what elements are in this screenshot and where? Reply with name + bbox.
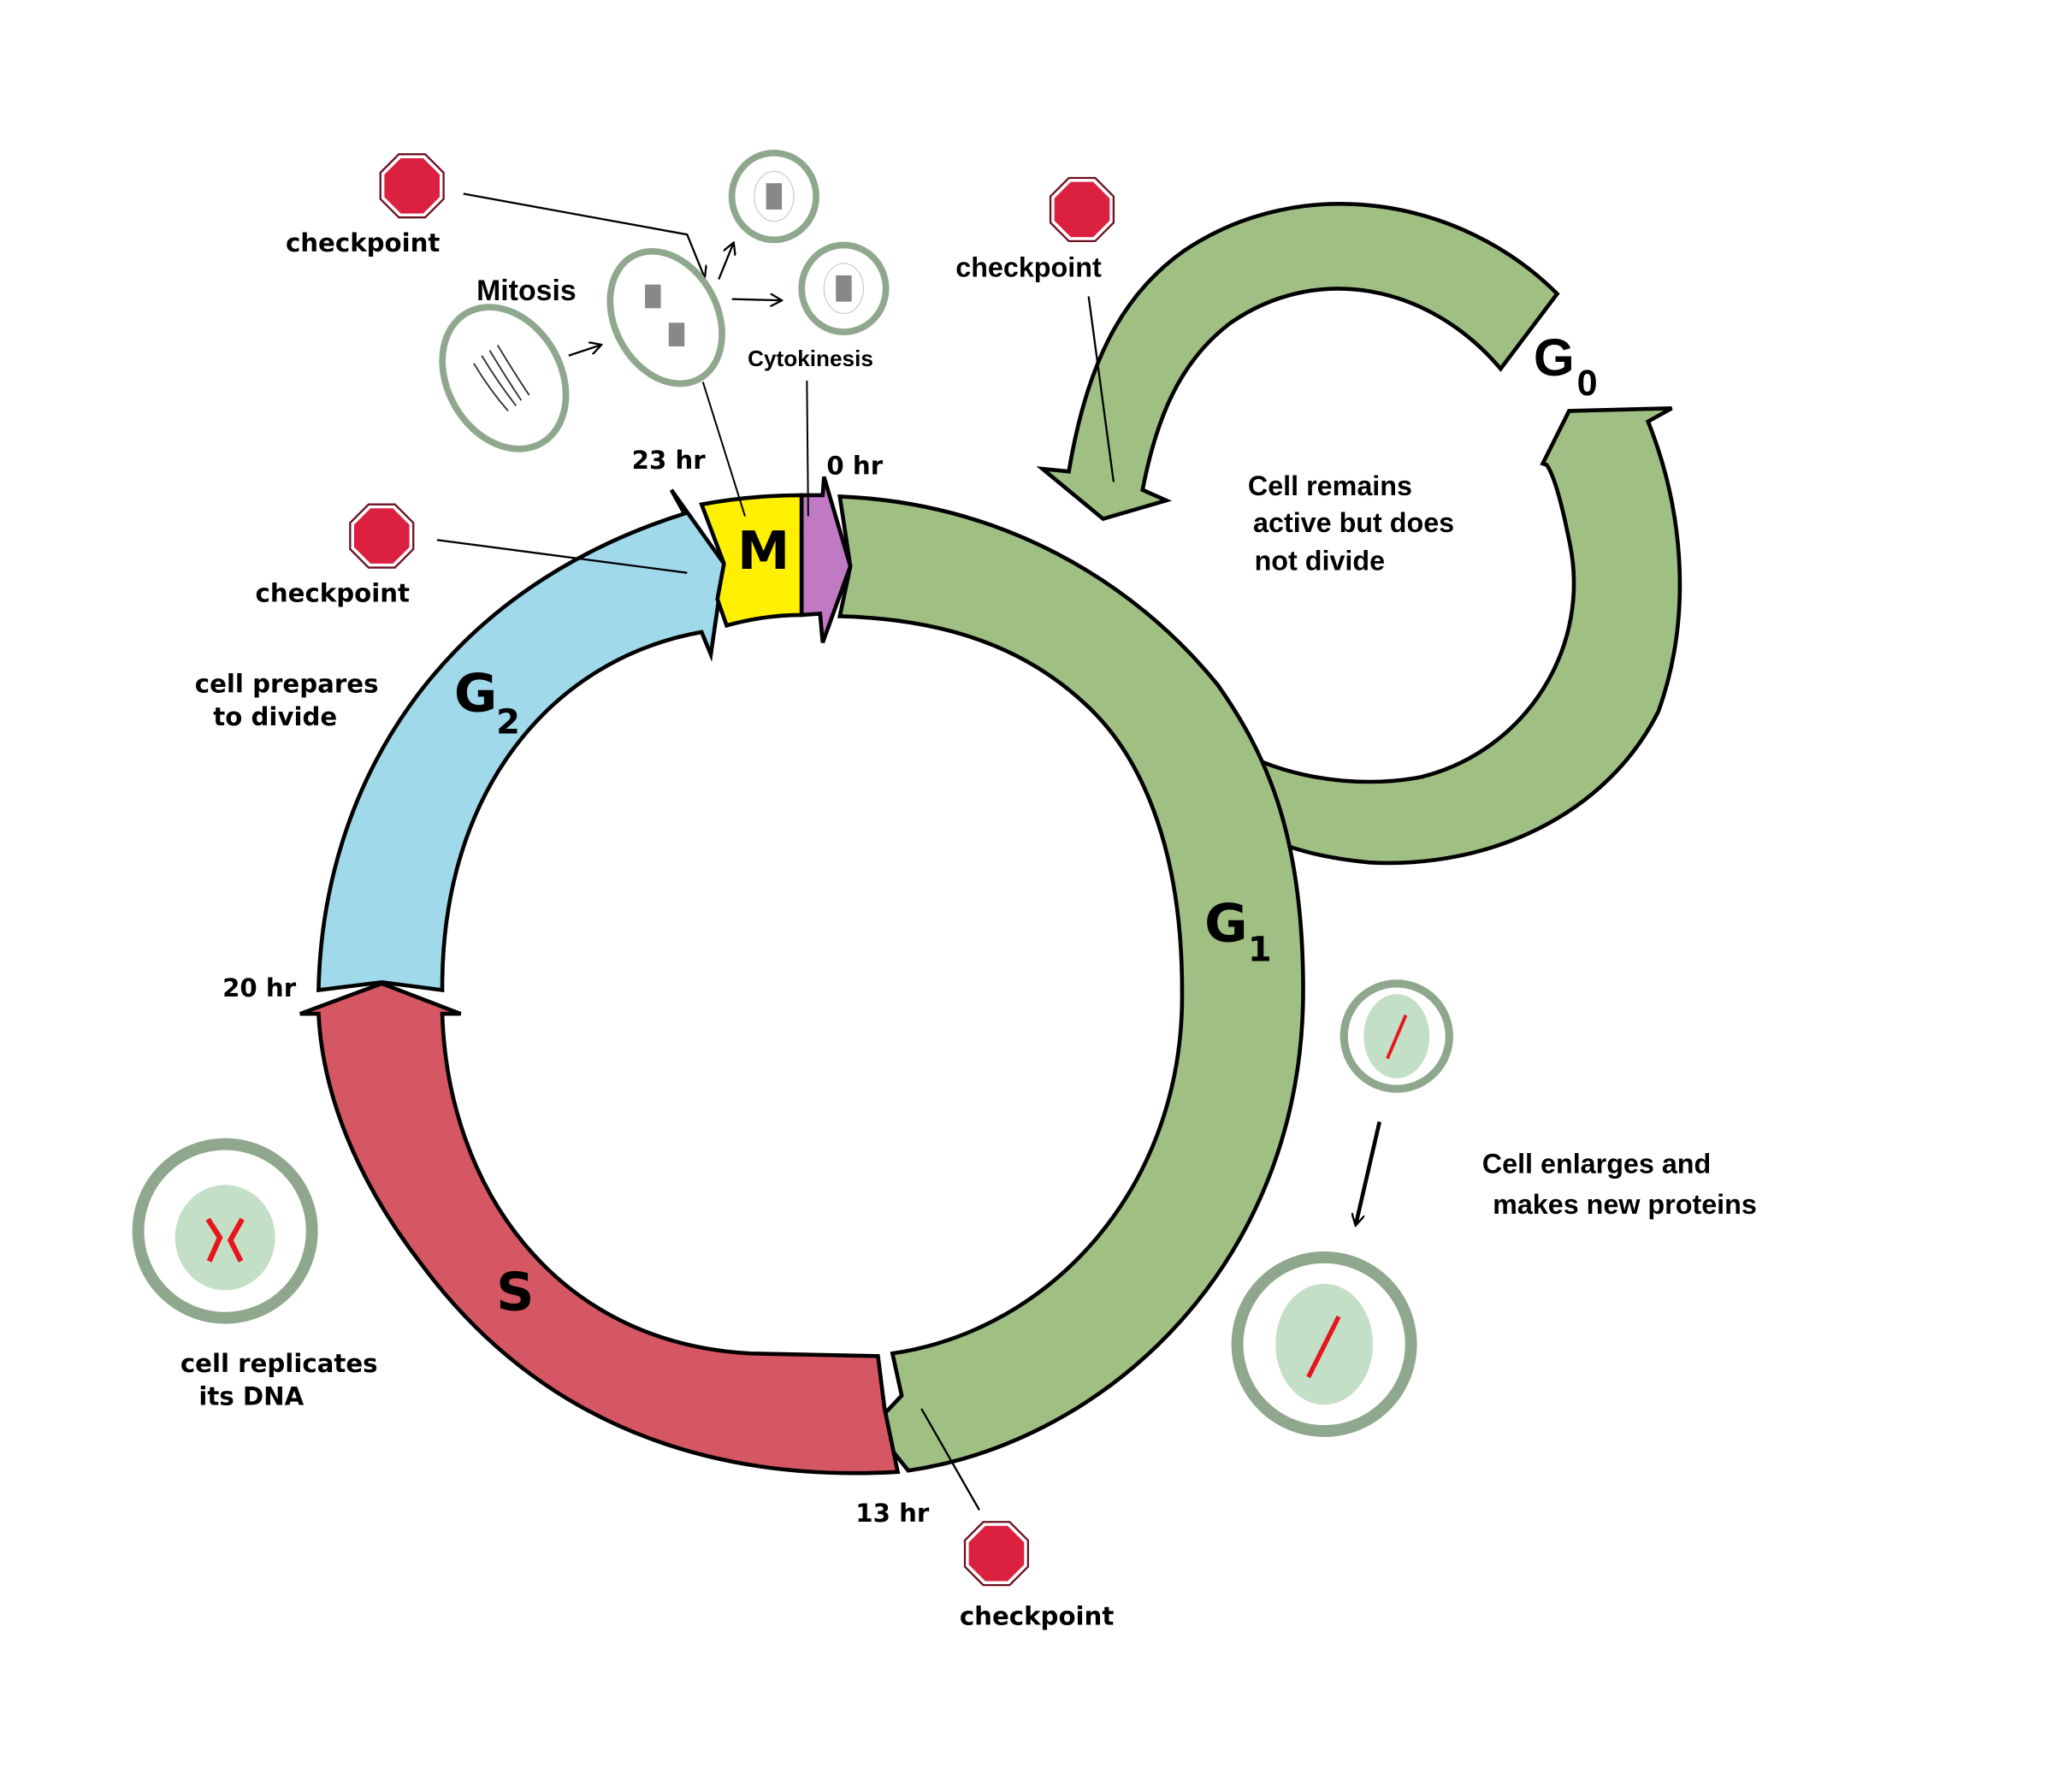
phase-g0-sub: 0 [1577, 363, 1598, 404]
time-23hr: 23 hr [632, 446, 707, 475]
anaphase-cell-icon [606, 247, 725, 387]
daughter-cell-1-icon [728, 149, 819, 244]
phase-g1-sub: 1 [1248, 931, 1272, 970]
stop-sign-icon [349, 503, 415, 569]
g0-top-arrow [1036, 202, 1560, 522]
time-20hr: 20 hr [222, 973, 297, 1002]
daughter-cell-2-icon [798, 241, 890, 335]
mitosis-label: Mitosis [476, 275, 577, 307]
arrow-icon [718, 244, 733, 280]
g1-arc [837, 494, 1305, 1473]
phase-g2-sub: 2 [496, 702, 520, 742]
s-description: cell replicates its DNA [180, 1349, 387, 1411]
checkpoint-label: checkpoint [256, 579, 410, 608]
stop-sign-icon [1049, 176, 1115, 243]
pointer-line [701, 381, 746, 517]
time-0hr: 0 hr [826, 451, 883, 480]
checkpoint-g1: checkpoint [920, 1408, 1114, 1630]
g1-description: Cell enlarges and makes new proteins [1482, 1148, 1757, 1220]
arrow-icon [1356, 1121, 1382, 1224]
cytokinesis-label: Cytokinesis [748, 346, 873, 371]
stop-sign-icon [379, 153, 445, 219]
small-cell-icon [1340, 979, 1453, 1093]
phase-g0-label: G [1534, 328, 1575, 387]
g2-description: cell prepares to divide [195, 670, 387, 731]
g2-arc [316, 488, 726, 993]
phase-g2-label: G [454, 662, 498, 724]
pointer-line [806, 381, 809, 517]
time-13hr: 13 hr [855, 1499, 930, 1528]
phase-m-label: M [737, 520, 790, 582]
arrow-icon [731, 299, 781, 301]
checkpoint-label: checkpoint [960, 1601, 1114, 1630]
s-arc [299, 981, 901, 1476]
phase-g1-label: G [1204, 893, 1248, 955]
g0-description: Cell remains active but does not divide [1248, 470, 1462, 577]
phase-s-label: S [496, 1261, 534, 1322]
checkpoint-label: checkpoint [955, 251, 1102, 282]
checkpoint-label: checkpoint [286, 228, 440, 257]
large-cell-icon [1231, 1251, 1417, 1437]
checkpoint-mitosis: checkpoint [286, 153, 704, 276]
arrow-icon [568, 345, 600, 357]
checkpoint-g0: checkpoint [955, 176, 1115, 482]
checkpoint-g2: checkpoint [256, 503, 688, 608]
metaphase-cell-icon [439, 304, 570, 452]
replicating-cell-icon [132, 1138, 318, 1324]
cytokinesis-block [799, 476, 853, 644]
stop-sign-icon [963, 1521, 1030, 1587]
